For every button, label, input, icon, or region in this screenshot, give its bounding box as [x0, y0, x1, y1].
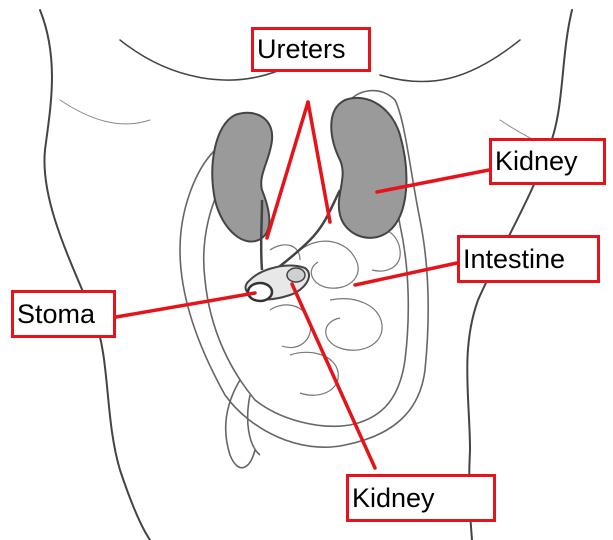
- ureters-leader-right: [308, 102, 330, 222]
- label-stoma: Stoma: [11, 290, 116, 338]
- kidney-shapes: [212, 98, 406, 242]
- stoma-conduit: [246, 266, 310, 301]
- kidney-bottom-leader: [292, 284, 375, 468]
- label-intestine: Intestine: [457, 235, 600, 283]
- label-kidney-bottom: Kidney: [346, 474, 496, 522]
- ureters-leader-left: [267, 102, 308, 238]
- label-ureters: Ureters: [251, 27, 371, 72]
- ureter-sketch: [261, 190, 340, 270]
- label-kidney-right: Kidney: [489, 138, 606, 185]
- small-intestine-sketch: [270, 227, 400, 395]
